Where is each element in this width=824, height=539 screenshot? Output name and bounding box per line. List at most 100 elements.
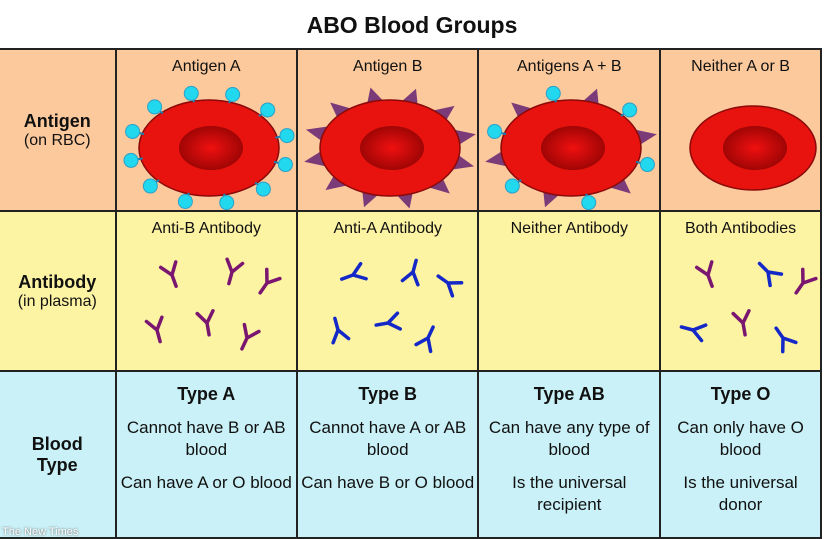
antigen-a-ball (124, 123, 140, 139)
column-header: Neither A or B (691, 58, 790, 75)
row-subtitle: (on RBC) (23, 131, 91, 149)
cell-illustration (331, 258, 464, 354)
antigen-a-ball (123, 152, 139, 168)
rbc-center (360, 126, 424, 170)
antigen-cell: Neither A or B (659, 48, 822, 212)
blood-type-cell: Type O Can only have O blood Is the univer… (661, 372, 820, 516)
column-header: Antigens A + B (517, 58, 622, 75)
antigen-a-ball (142, 178, 158, 194)
antigen-a-ball (279, 128, 295, 144)
abo-table: Antigen(on RBC) Antigen A Antigen B Anti… (0, 48, 822, 539)
antigen-a-ball (581, 195, 597, 211)
antibody-cell: Anti-A Antibody (295, 210, 480, 372)
anti-b-antibody (257, 267, 282, 295)
row-title: Type (36, 454, 78, 475)
antigen-a-ball (146, 99, 162, 115)
row-subtitle: (in plasma) (17, 292, 97, 310)
row-title: Antigen (23, 110, 91, 131)
type-name: Type O (710, 384, 771, 404)
antigen-a-ball (640, 157, 656, 173)
anti-b-antibody (695, 260, 714, 289)
type-name: Type A (177, 384, 236, 404)
cell-illustration (679, 260, 818, 354)
column-header: Neither Antibody (510, 220, 628, 237)
anti-a-antibody (400, 258, 420, 287)
anti-b-antibody (731, 309, 751, 337)
antigen-row-label: Antigen(on RBC) (0, 50, 115, 210)
antigen-a-ball (255, 181, 271, 197)
antigen-b-spike (511, 102, 532, 119)
rbc-center (723, 126, 788, 170)
rbc-center (178, 126, 243, 170)
antigen-a-ball (177, 193, 193, 209)
type-rule: Can only have O blood (677, 418, 804, 459)
anti-b-antibody (794, 267, 818, 295)
antigen-a-ball (183, 85, 199, 101)
anti-a-antibody (339, 261, 368, 281)
cell-illustration (479, 212, 662, 372)
anti-b-antibody (158, 260, 178, 289)
antigen-a-ball (218, 195, 234, 211)
antigen-b-spike (434, 105, 455, 122)
column-header: Antigen B (353, 58, 423, 75)
type-name: Type B (358, 384, 418, 404)
cell-illustration (485, 85, 658, 211)
anti-b-antibody (195, 309, 215, 337)
antigen-a-ball (277, 157, 293, 173)
row-title: Blood (31, 433, 83, 454)
antigen-cell: Antigens A + B (477, 48, 662, 212)
row-title: Antibody (18, 271, 97, 292)
type-name: Type AB (533, 384, 605, 404)
anti-a-antibody (374, 311, 402, 331)
column-header: Anti-A Antibody (333, 220, 442, 237)
anti-b-antibody (224, 257, 244, 286)
antibody-row: Antibody(in plasma) Anti-B Antibody Anti… (0, 210, 822, 372)
column-header: Anti-B Antibody (151, 220, 261, 237)
antigen-a-ball (487, 123, 503, 139)
anti-a-antibody (436, 274, 464, 298)
watermark: The New Times (2, 526, 79, 538)
antibody-cell: Both Antibodies (659, 210, 822, 372)
cell-illustration (304, 87, 476, 209)
type-rule: Can have any type of blood (488, 418, 650, 459)
anti-b-antibody (144, 315, 164, 344)
type-rule: Is the universal donor (683, 473, 798, 514)
type-rule: Cannot have B or AB blood (126, 418, 286, 459)
column-header: Both Antibodies (684, 220, 797, 237)
cell-illustration (144, 257, 282, 351)
antigen-a-ball (622, 102, 638, 118)
antigen-cell: Antigen A (114, 48, 299, 212)
diagram-title: ABO Blood Groups (0, 0, 824, 48)
column-header: Antigen A (172, 58, 241, 75)
antigen-a-ball (505, 178, 521, 194)
anti-a-antibody (679, 323, 708, 343)
anti-a-antibody (757, 261, 784, 288)
cell-illustration (689, 105, 817, 191)
blood-type-cell: Type AB Can have any type of blood Is the … (479, 372, 659, 516)
antibody-cell: Anti-B Antibody (114, 210, 299, 372)
antibody-cell: Neither Antibody (477, 210, 662, 372)
antibody-row-label: Antibody(in plasma) (0, 212, 115, 370)
rbc-center (541, 126, 606, 170)
anti-a-antibody (331, 316, 351, 345)
antigen-a-ball (259, 102, 275, 118)
type-rule: Cannot have A or AB blood (309, 418, 467, 459)
antigen-b-spike (430, 177, 450, 194)
anti-a-antibody (414, 325, 435, 354)
type-rule: Can have A or O blood (120, 473, 292, 492)
anti-b-antibody (239, 322, 261, 351)
antigen-a-ball (546, 85, 562, 101)
antigen-cell: Antigen B (295, 48, 480, 212)
antigen-row: Antigen(on RBC) Antigen A Antigen B Anti… (0, 48, 822, 212)
antigen-a-ball (224, 87, 240, 103)
cell-illustration (123, 85, 295, 211)
antigen-b-spike (611, 177, 632, 194)
antigen-b-spike (325, 174, 346, 191)
anti-a-antibody (774, 326, 798, 354)
type-rule: Is the universal recipient (512, 473, 627, 514)
type-rule: Can have B or O blood (301, 473, 475, 492)
